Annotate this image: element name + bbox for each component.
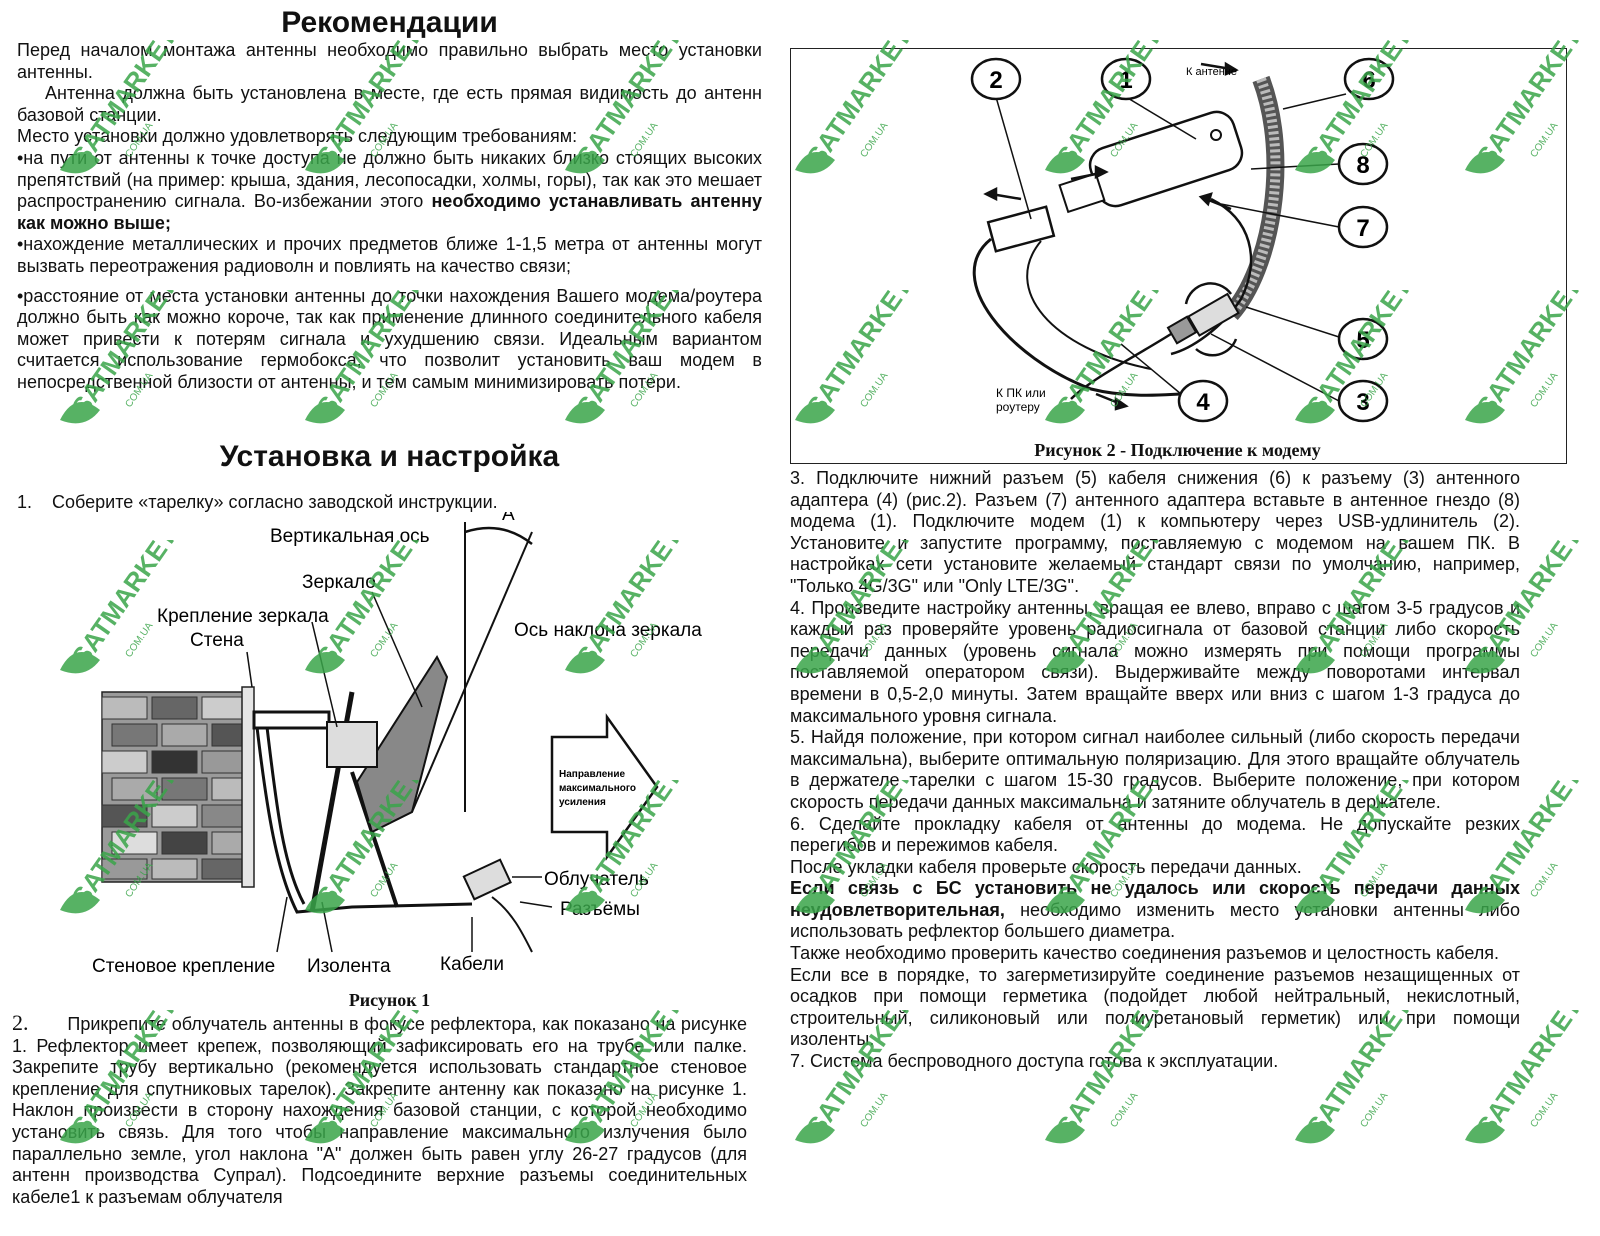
steps-3-7: 3. Подключите нижний разъем (5) кабеля с… bbox=[790, 468, 1520, 1073]
installation-title: Установка и настройка bbox=[219, 440, 560, 473]
recommendations-body: Перед началом монтажа антенны необходимо… bbox=[17, 40, 762, 394]
sealing-note: Если все в порядке, то загерметизируйте … bbox=[790, 964, 1520, 1050]
direction-label: усиления bbox=[559, 797, 606, 808]
label-wall: Стена bbox=[190, 630, 244, 651]
callout-1: 1 bbox=[1119, 67, 1132, 94]
modem bbox=[1058, 110, 1244, 214]
figure-2-modem-connection: 2 1 6 8 7 5 3 4 К антенне К ПК или роуте… bbox=[970, 57, 1395, 423]
dish-mirror bbox=[355, 654, 449, 834]
angle-arc bbox=[464, 526, 533, 545]
direction-label: Направление bbox=[559, 769, 625, 780]
direction-arrow: Направление максимального усиления bbox=[550, 713, 659, 861]
callout-7: 7 bbox=[1356, 215, 1369, 242]
figure-2-frame: 2 1 6 8 7 5 3 4 К антенне К ПК или роуте… bbox=[790, 48, 1567, 464]
svg-text:COM.UA: COM.UA bbox=[1528, 860, 1560, 899]
step-2: 2. Прикрепите облучатель антенны в фокус… bbox=[12, 1010, 747, 1207]
label-mirror-mount: Крепление зеркала bbox=[157, 606, 329, 627]
recommendation-paragraph: Место установки должно удовлетворять сле… bbox=[17, 126, 578, 147]
step-1: 1. Соберите «тарелку» согласно заводской… bbox=[17, 492, 498, 512]
svg-text:COM.UA: COM.UA bbox=[1108, 1090, 1140, 1129]
callout-6: 6 bbox=[1362, 67, 1375, 94]
label-connectors: Разъёмы bbox=[560, 899, 640, 920]
svg-text:COM.UA: COM.UA bbox=[1358, 1090, 1390, 1129]
figure-2-caption: Рисунок 2 - Подключение к модему bbox=[1034, 440, 1321, 460]
step-6: 6. Сделайте прокладку кабеля от антенны … bbox=[790, 813, 1520, 856]
requirement-item: •на пути от антенны к точке доступа не д… bbox=[17, 147, 763, 233]
callout-5: 5 bbox=[1356, 327, 1369, 354]
label-tape: Изолента bbox=[307, 956, 391, 977]
usb-extender bbox=[972, 205, 1182, 397]
step-5: 5. Найдя положение, при котором сигнал н… bbox=[790, 727, 1520, 812]
figure-1-caption: Рисунок 1 bbox=[348, 990, 431, 1010]
direction-label: максимального bbox=[559, 783, 636, 794]
check-note: Также необходимо проверить качество соед… bbox=[790, 943, 1500, 964]
step-7: 7. Система беспроводного доступа готова … bbox=[790, 1051, 1279, 1072]
svg-text:COM.UA: COM.UA bbox=[1528, 620, 1560, 659]
callout-2: 2 bbox=[989, 67, 1002, 94]
svg-text:COM.UA: COM.UA bbox=[1528, 1090, 1560, 1129]
tilt-axis-line bbox=[411, 531, 533, 813]
svg-text:COM.UA: COM.UA bbox=[858, 1090, 890, 1129]
recommendations-title: Рекомендации bbox=[281, 6, 498, 39]
label-angle-a: А bbox=[502, 512, 515, 525]
step-4: 4. Произведите настройку антенны, вращая… bbox=[790, 597, 1520, 726]
feed-horn bbox=[462, 858, 512, 901]
label-wall-mount: Стеновое крепление bbox=[92, 956, 275, 977]
step-3: 3. Подключите нижний разъем (5) кабеля с… bbox=[790, 468, 1520, 596]
figure-1-antenna-mount: Направление максимального усиления Верти… bbox=[92, 512, 702, 977]
wall-mount bbox=[252, 691, 473, 914]
recommendation-paragraph: Перед началом монтажа антенны необходимо… bbox=[17, 40, 762, 82]
requirement-item: •нахождение металлических и прочих предм… bbox=[17, 234, 762, 276]
antenna-adapter bbox=[1070, 292, 1240, 400]
callout-4: 4 bbox=[1196, 389, 1210, 416]
after-laying-note: После укладки кабеля проверьте скорость … bbox=[790, 856, 1302, 877]
label-feed: Облучатель bbox=[544, 869, 649, 890]
requirement-item: •расстояние от места установки антенны д… bbox=[17, 285, 762, 392]
callout-3: 3 bbox=[1356, 389, 1369, 416]
label-to-pc: К ПК или bbox=[996, 386, 1046, 400]
warning-note: Если связь с БС установить не удалось ил… bbox=[790, 878, 1520, 942]
label-mirror: Зеркало bbox=[302, 572, 376, 593]
label-vertical-axis: Вертикальная ось bbox=[270, 526, 430, 547]
label-cables: Кабели bbox=[440, 954, 504, 975]
recommendation-paragraph: Антенна должна быть установлена в месте,… bbox=[17, 83, 762, 125]
mirror-mount bbox=[326, 721, 378, 768]
callout-8: 8 bbox=[1356, 152, 1369, 179]
brick-wall bbox=[101, 686, 255, 888]
label-tilt-axis: Ось наклона зеркала bbox=[514, 620, 702, 641]
label-to-pc: роутеру bbox=[996, 400, 1040, 414]
label-to-antenna: К антенне bbox=[1186, 66, 1237, 78]
